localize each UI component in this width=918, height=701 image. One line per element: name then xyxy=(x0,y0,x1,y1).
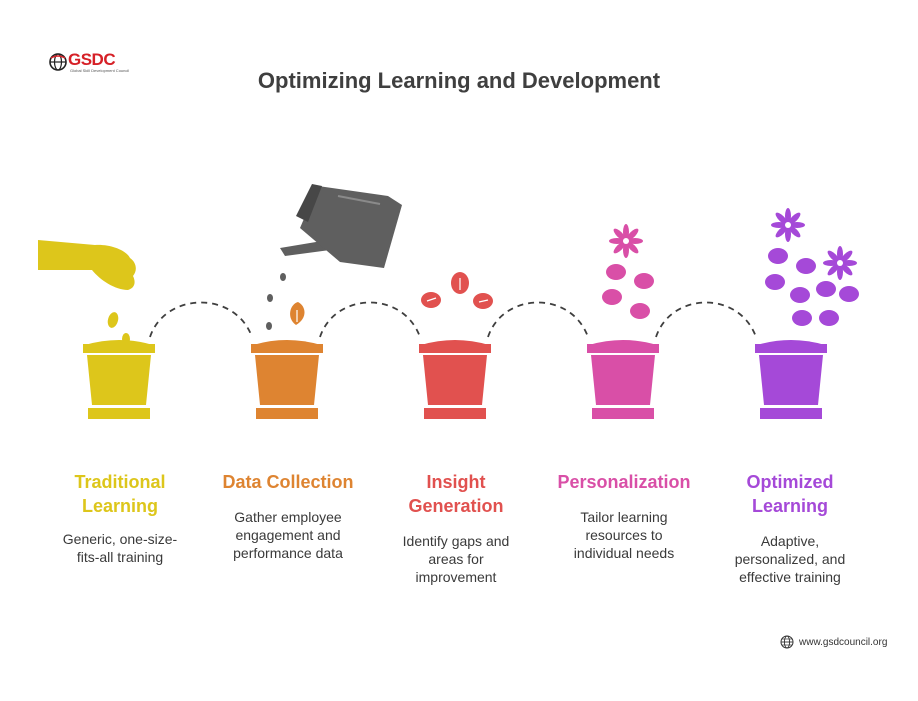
seed-icon xyxy=(107,312,130,345)
step-title-insight-generation: Insight Generation xyxy=(408,472,504,516)
logo-tagline: Global Skill Development Council xyxy=(70,68,130,73)
connector-4-5 xyxy=(655,301,757,338)
step-title-optimized-learning: Optimized Learning xyxy=(746,472,834,516)
website-link[interactable]: www.gsdcouncil.org xyxy=(799,636,888,648)
step-title-traditional-learning: Traditional Learning xyxy=(74,472,166,516)
pot-4 xyxy=(587,340,659,419)
pot-3 xyxy=(419,340,491,419)
connector-2-3 xyxy=(319,301,421,338)
logo-text: GSDC xyxy=(68,50,116,69)
flower-icon xyxy=(602,224,654,319)
pot-1 xyxy=(83,340,155,419)
pot-5 xyxy=(755,340,827,419)
connector-3-4 xyxy=(487,301,589,338)
process-illustration xyxy=(38,184,859,419)
connector-1-2 xyxy=(149,301,253,338)
pot-2 xyxy=(251,340,323,419)
page-title: Optimizing Learning and Development xyxy=(257,68,661,93)
footer: www.gsdcouncil.org xyxy=(780,634,887,650)
step-desc-optimized-learning: Adaptive, personalized, and effective tr… xyxy=(734,533,846,585)
globe-icon xyxy=(780,635,794,649)
watering-can-icon xyxy=(280,184,402,268)
water-drops-icon xyxy=(266,273,286,330)
step-desc-personalization: Tailor learning resources to individual … xyxy=(573,509,675,561)
globe-logo-icon xyxy=(49,53,67,71)
gsdc-logo: GSDC Global Skill Development Council xyxy=(48,50,130,76)
sprout-icon xyxy=(290,302,305,325)
hand-icon xyxy=(38,240,136,290)
leaves-icon xyxy=(421,272,493,309)
blooming-flowers-icon xyxy=(765,208,859,326)
step-desc-traditional-learning: Generic, one-size- fits-all training xyxy=(62,531,178,565)
step-title-personalization: Personalization xyxy=(557,472,691,492)
step-title-data-collection: Data Collection xyxy=(222,472,354,492)
step-desc-insight-generation: Identify gaps and areas for improvement xyxy=(402,533,510,585)
step-desc-data-collection: Gather employee engagement and performan… xyxy=(233,509,343,561)
